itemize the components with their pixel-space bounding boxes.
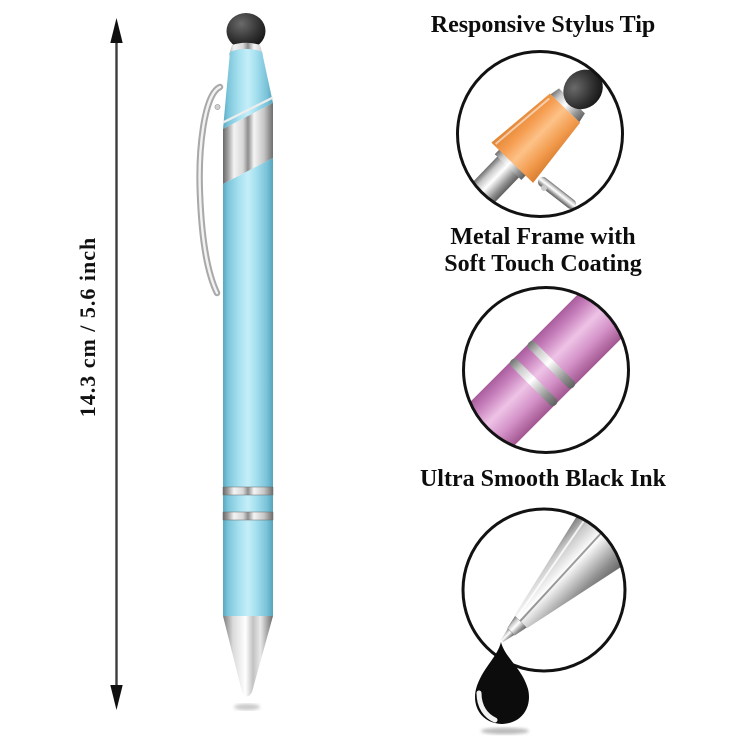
callout-title-black-ink: Ultra Smooth Black Ink (407, 466, 679, 493)
zoom-grip-highlight (494, 97, 550, 145)
pen-tip-shadow (234, 703, 260, 711)
zoom-ballpoint-cone (500, 509, 625, 643)
pen-upper-cone (223, 49, 273, 129)
barrel-ring-bottom (222, 511, 274, 521)
cone-seam (519, 529, 605, 622)
measurement-arrow (110, 18, 123, 710)
zoom-tip-ring (550, 88, 585, 122)
arrowhead-up (110, 18, 123, 43)
zoom-collar-ring (494, 146, 529, 180)
zoom-metal-ring-1 (509, 358, 558, 407)
zoom-orange-grip (491, 93, 581, 183)
callout-title-line: Responsive Stylus Tip (430, 12, 656, 38)
pen-illustration (196, 13, 274, 711)
callout-title-soft-touch: Metal Frame with Soft Touch Coating (407, 224, 679, 278)
callout-title-line: Metal Frame with (450, 224, 636, 250)
callout-title-line: Soft Touch Coating (444, 251, 642, 277)
clip-rivet (214, 104, 221, 110)
stylus-tip-dome (226, 13, 266, 49)
metal-spiral-band (223, 103, 273, 184)
cone-highlight (517, 514, 589, 617)
band-trim-top (222, 96, 274, 124)
pen-nose-cone (223, 616, 273, 697)
ink-drop (475, 642, 529, 724)
measurement-label: 14.3 cm / 5.6 inch (75, 236, 100, 418)
barrel-ring-top (222, 486, 274, 496)
zoom-clip-fragment (537, 176, 577, 210)
zoom-stylus-dome (563, 69, 603, 110)
callout-title-line: Ultra Smooth Black Ink (419, 466, 667, 492)
zoom-circle-soft-touch (462, 286, 630, 454)
zoom-clip-rivet (541, 185, 547, 191)
pen-barrel (223, 158, 273, 616)
callout-title-stylus-tip: Responsive Stylus Tip (407, 12, 679, 39)
zoom-metal-ring-2 (527, 340, 576, 389)
ink-drop-highlight (476, 690, 498, 723)
zoom-circle-outline-3 (461, 507, 627, 673)
zoom-circle-outline-2 (462, 286, 630, 454)
zoom-circle-ballpoint (461, 507, 627, 735)
pen-clip (196, 83, 224, 297)
zoom-circle-stylus-tip (456, 50, 624, 218)
zoom-circle-outline-1 (456, 50, 624, 218)
arrowhead-down (110, 685, 123, 710)
ink-drop-shadow (481, 727, 529, 735)
zoom-pink-barrel (463, 287, 629, 453)
